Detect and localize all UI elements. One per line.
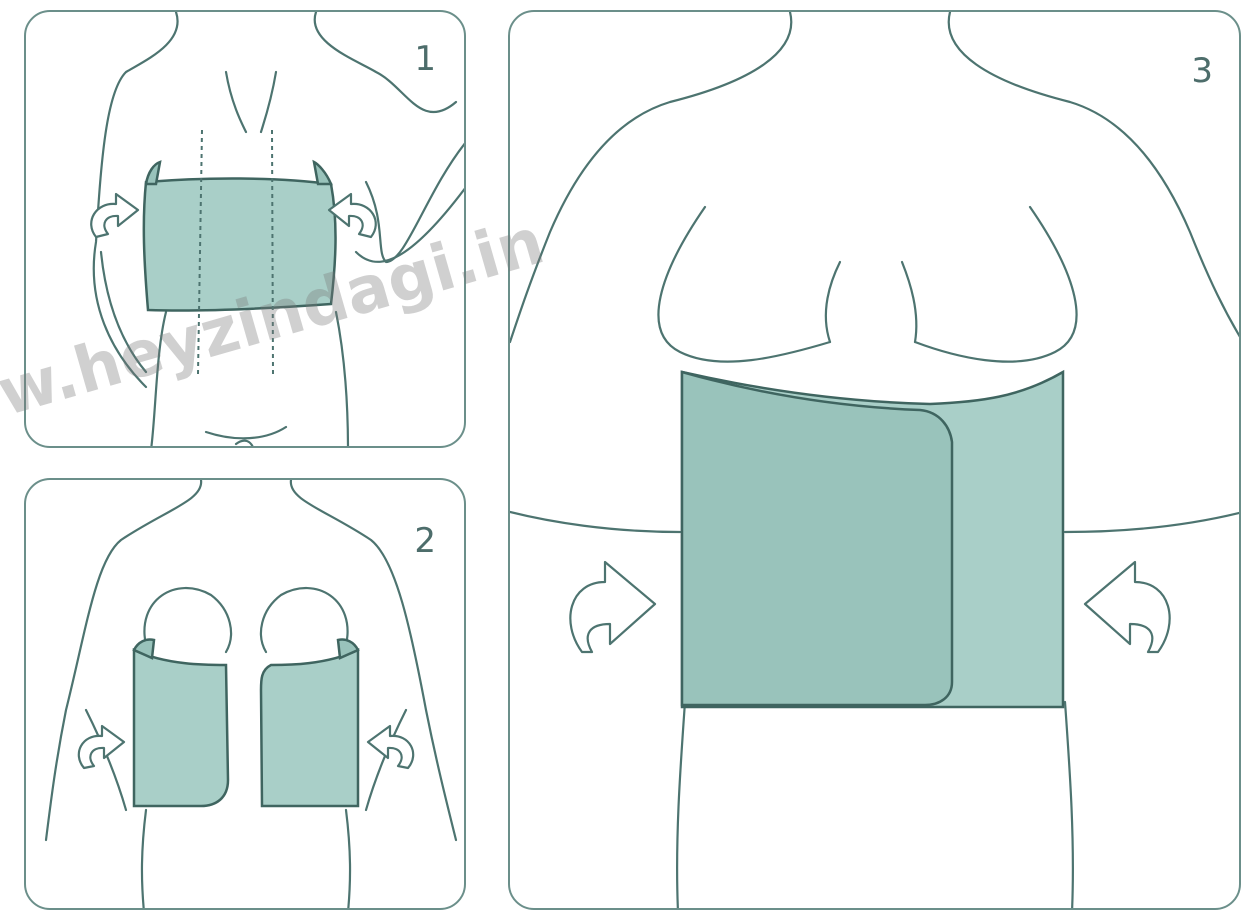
wrap-arrow-left-icon — [570, 562, 655, 652]
band-edge-right — [314, 162, 331, 184]
waist-band — [144, 178, 336, 310]
chest-right — [915, 207, 1077, 362]
hips-outline — [151, 312, 166, 448]
band-flap-right — [261, 650, 358, 806]
step-2-illustration — [26, 480, 466, 910]
step-number-2: 2 — [414, 524, 436, 558]
band-flap-left — [134, 650, 228, 806]
chest-right — [261, 588, 348, 652]
step-2-panel: 2 — [24, 478, 466, 910]
step-1-illustration — [26, 12, 466, 448]
band-front-flap — [682, 372, 952, 705]
torso-outline — [510, 12, 791, 342]
chest-left — [144, 588, 231, 652]
chest-left — [658, 207, 830, 362]
step-1-panel: 1 — [24, 10, 466, 448]
wrap-arrow-left-icon — [79, 726, 124, 768]
wrap-arrow-right-icon — [1085, 562, 1170, 652]
wrap-arrow-right-icon — [368, 726, 413, 768]
guide-line-right — [272, 130, 273, 374]
step-3-illustration — [510, 12, 1241, 910]
step-number-3: 3 — [1191, 54, 1213, 88]
step-number-1: 1 — [414, 42, 436, 76]
step-3-panel: 3 — [508, 10, 1241, 910]
